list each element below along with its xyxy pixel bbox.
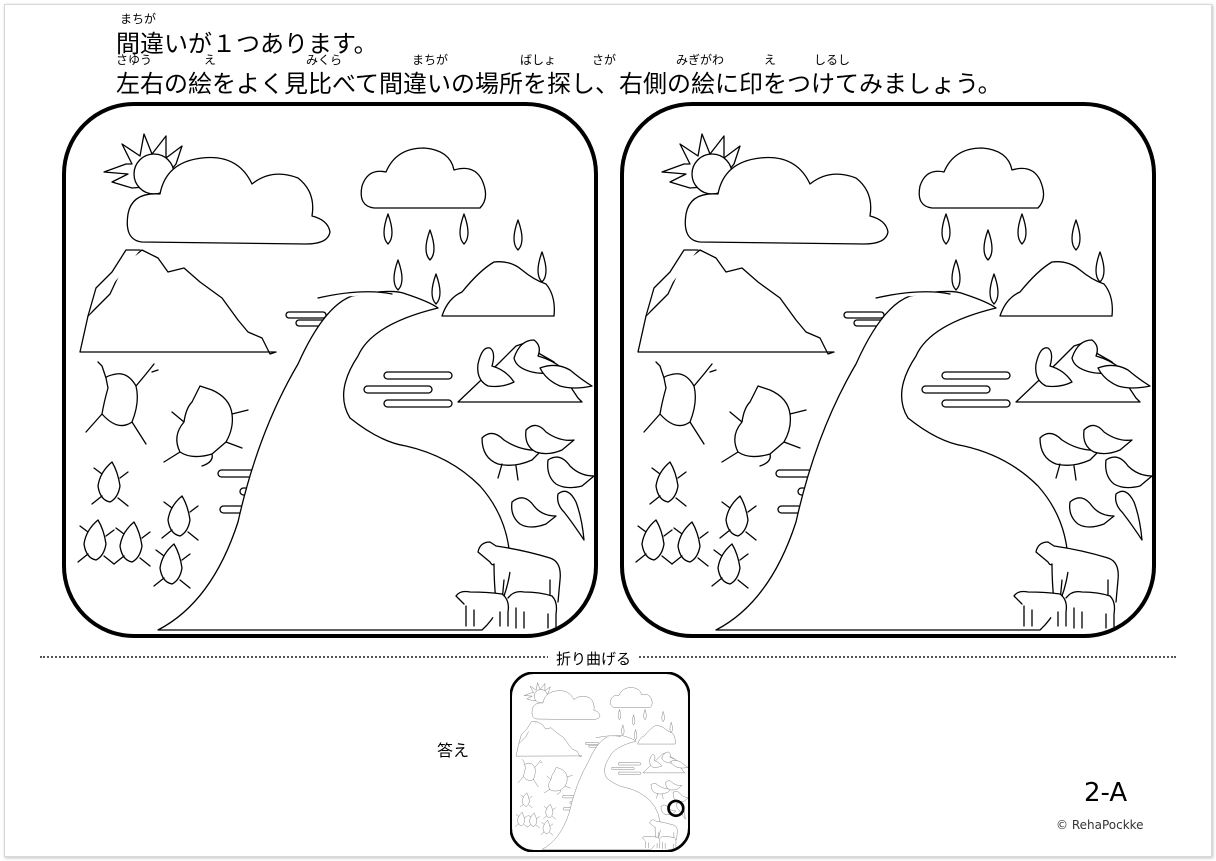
- ruby-2-0: さゆう: [116, 53, 153, 67]
- ruby-2-6: みぎがわ: [676, 53, 725, 67]
- instruction-line-1: 間違いが１つあります。: [116, 30, 378, 58]
- picture-right[interactable]: [620, 102, 1156, 638]
- ruby-2-3: まちが: [412, 53, 449, 67]
- sheet-id: 2-A: [1084, 778, 1128, 808]
- answer-label: 答え: [437, 741, 470, 760]
- ruby-2-1: え: [204, 53, 217, 67]
- ruby-2-4: ばしょ: [520, 53, 557, 67]
- ruby-1-0: まちが: [120, 12, 157, 26]
- ruby-2-8: しるし: [814, 53, 851, 67]
- copyright: © RehaPockke: [1056, 818, 1144, 832]
- ruby-2-2: みくら: [306, 53, 343, 67]
- instruction-line-2: 左右の絵をよく見比べて間違いの場所を探し、右側の絵に印をつけてみましょう。: [116, 70, 1002, 98]
- ruby-2-7: え: [764, 53, 777, 67]
- answer-marker-circle: [667, 799, 685, 818]
- fold-label: 折り曲げる: [548, 648, 640, 669]
- answer-thumbnail: [510, 672, 690, 852]
- ruby-2-5: さが: [592, 53, 617, 67]
- picture-left: [62, 102, 598, 638]
